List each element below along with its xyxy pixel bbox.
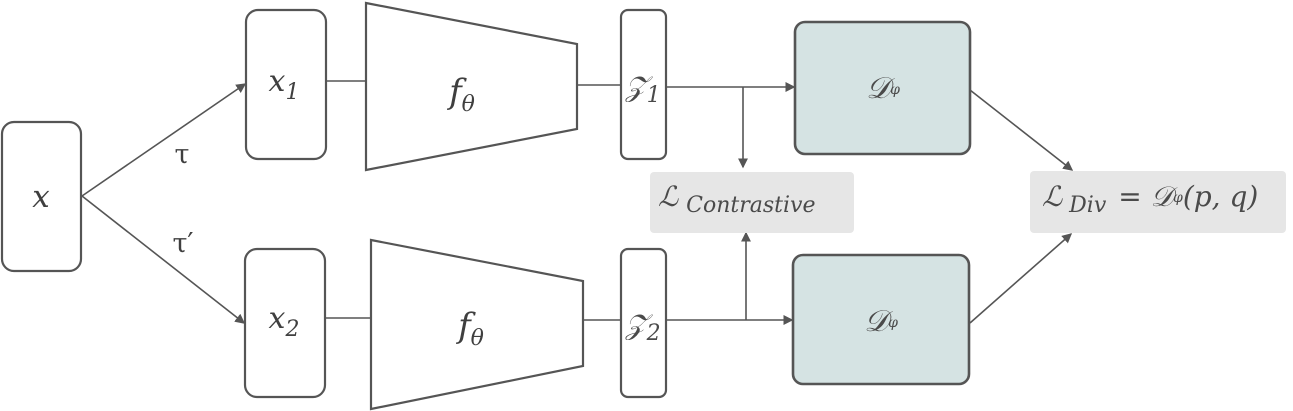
embedding-node-top xyxy=(619,8,668,161)
view-label-top-sub: 1 xyxy=(285,80,299,105)
edge-discriminator-bottom-to-div-loss xyxy=(969,233,1073,324)
view-label-bottom-base: x xyxy=(269,301,286,336)
view-label-top-base: x xyxy=(269,64,286,99)
view-node-bottom xyxy=(243,247,327,399)
encoder-top xyxy=(364,1,579,172)
discriminator-label-bottom-sub: φ xyxy=(888,315,898,331)
edge-x-to-x2 xyxy=(81,195,246,324)
edge-x-to-x1 xyxy=(81,83,247,197)
contrastive-loss-symbol: ℒ xyxy=(658,180,679,213)
divergence-loss-symbol: ℒ xyxy=(1042,180,1063,213)
view-label-top: x1 xyxy=(269,64,300,105)
encoder-label-bottom-sub: θ xyxy=(471,326,484,351)
view-label-bottom: x2 xyxy=(269,301,300,342)
embedding-node-bottom xyxy=(619,247,668,399)
divergence-loss-rhs-prefix: = xyxy=(1118,180,1150,213)
divergence-loss-rhs-args: (p, q) xyxy=(1183,180,1259,213)
embedding-label-bottom-sub: 2 xyxy=(646,321,661,346)
discriminator-node-bottom xyxy=(791,253,971,386)
input-node xyxy=(0,120,83,273)
discriminator-node-top xyxy=(793,20,972,156)
augmentation-label-top: τ xyxy=(175,139,190,170)
contrastive-loss-sub: Contrastive xyxy=(686,193,815,218)
divergence-loss-box xyxy=(1030,171,1286,233)
divergence-loss-sub: Div xyxy=(1068,193,1107,218)
contrastive-loss-label: ℒ Contrastive xyxy=(658,180,816,218)
input-label: x xyxy=(32,179,50,215)
encoder-label-top-sub: θ xyxy=(462,92,475,117)
augmentation-label-bottom: τ′ xyxy=(172,228,193,259)
view-label-bottom-sub: 2 xyxy=(284,317,299,342)
view-node-top xyxy=(244,8,328,161)
embedding-label-top-sub: 1 xyxy=(647,83,661,108)
discriminator-label-top-sub: φ xyxy=(890,82,900,98)
encoder-bottom xyxy=(369,238,585,411)
edge-discriminator-top-to-div-loss xyxy=(969,89,1074,171)
contrastive-loss-box xyxy=(650,172,854,233)
divergence-loss-rhs-sub: φ xyxy=(1173,190,1183,206)
